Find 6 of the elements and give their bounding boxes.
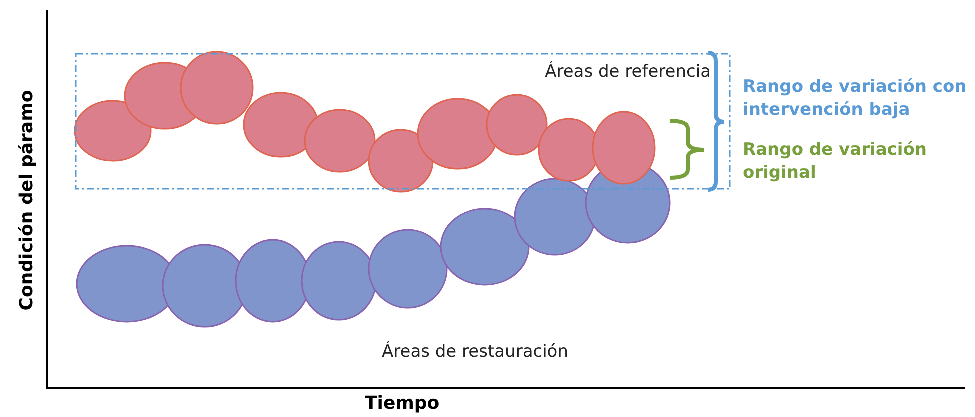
range-label: Rango de variación original	[743, 139, 928, 185]
axis-title: Tiempo	[365, 393, 440, 414]
area-label: Áreas de referencia	[545, 62, 711, 82]
range-label: Rango de variación con intervención baja	[743, 76, 968, 122]
axis-title: Condición del páramo	[16, 89, 38, 313]
area-label: Áreas de restauración	[382, 342, 568, 362]
